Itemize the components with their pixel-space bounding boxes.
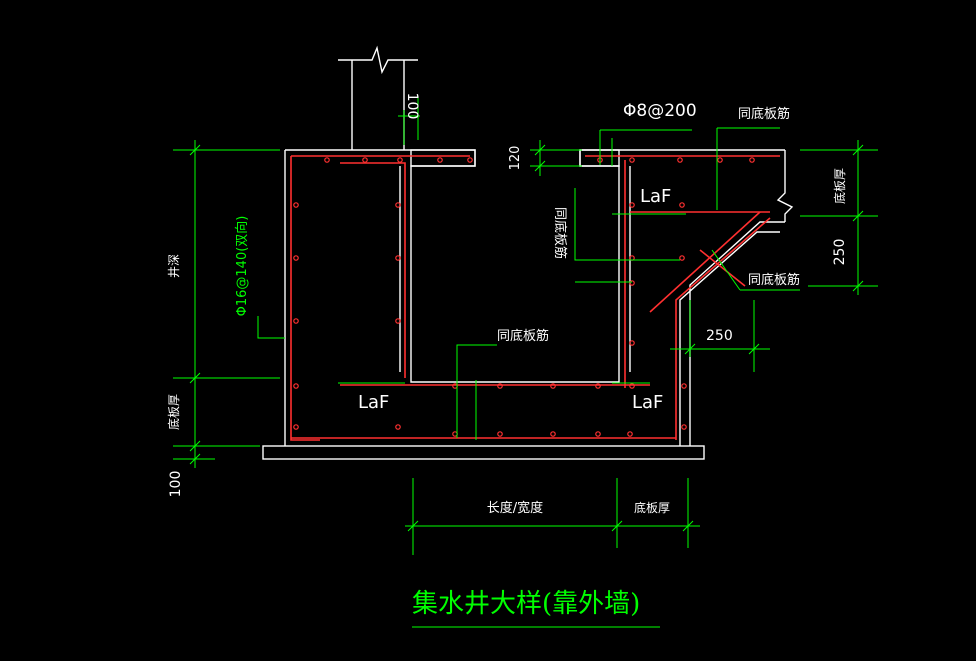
dimension-lines: [173, 96, 878, 628]
same-as-slab-label-vertical: 同底板筋: [552, 207, 568, 259]
length-width-label: 长度/宽度: [487, 500, 543, 516]
slab-thick-label-bottom: 底板厚: [634, 500, 670, 515]
rebar-dots: [293, 157, 755, 437]
concrete-outline: [262, 45, 794, 460]
drawing-labels: 100 Φ8@200 同底板筋 120 同底板筋 LaF 底板厚 250 同底板…: [166, 93, 848, 619]
left-slab-stub: [410, 149, 476, 167]
same-as-slab-label-top-right: 同底板筋: [738, 106, 790, 122]
rebar-right-outer: [675, 217, 771, 440]
wall-bar-spec: Φ16@140(双向): [234, 216, 250, 317]
pit-outer-outline: [285, 149, 785, 383]
rebar-left-outer: [290, 156, 320, 441]
bottom-cushion: [262, 445, 705, 460]
same-as-slab-label-diagonal: 同底板筋: [748, 272, 800, 288]
dim-100-bottom: 100: [168, 471, 184, 498]
rebar-diagonal: [649, 211, 761, 313]
laf-label-top-right: LaF: [640, 186, 671, 207]
top-bar-spec: Φ8@200: [623, 101, 697, 121]
laf-label-left: LaF: [358, 392, 389, 413]
dim-100-top: 100: [404, 93, 420, 120]
dim-120: 120: [508, 146, 523, 171]
haunch-inner: [679, 231, 780, 446]
drawing-title: 集水井大样(靠外墙): [412, 589, 640, 619]
dim-250-right: 250: [832, 239, 848, 266]
same-as-slab-label-bottom: 同底板筋: [497, 328, 549, 344]
rebar-diagonal-2: [699, 249, 746, 287]
haunch-outline: [689, 221, 785, 446]
laf-label-right: LaF: [632, 392, 663, 413]
well-depth-label: 井深: [167, 254, 181, 278]
slab-thick-label-left: 底板厚: [166, 394, 181, 430]
rebar-lines: [290, 155, 780, 441]
dim-250-mid: 250: [706, 328, 733, 344]
rebar-top-left-2: [340, 162, 406, 378]
slab-thick-label-right: 底板厚: [832, 168, 847, 204]
pit-right-outer: [776, 150, 794, 222]
